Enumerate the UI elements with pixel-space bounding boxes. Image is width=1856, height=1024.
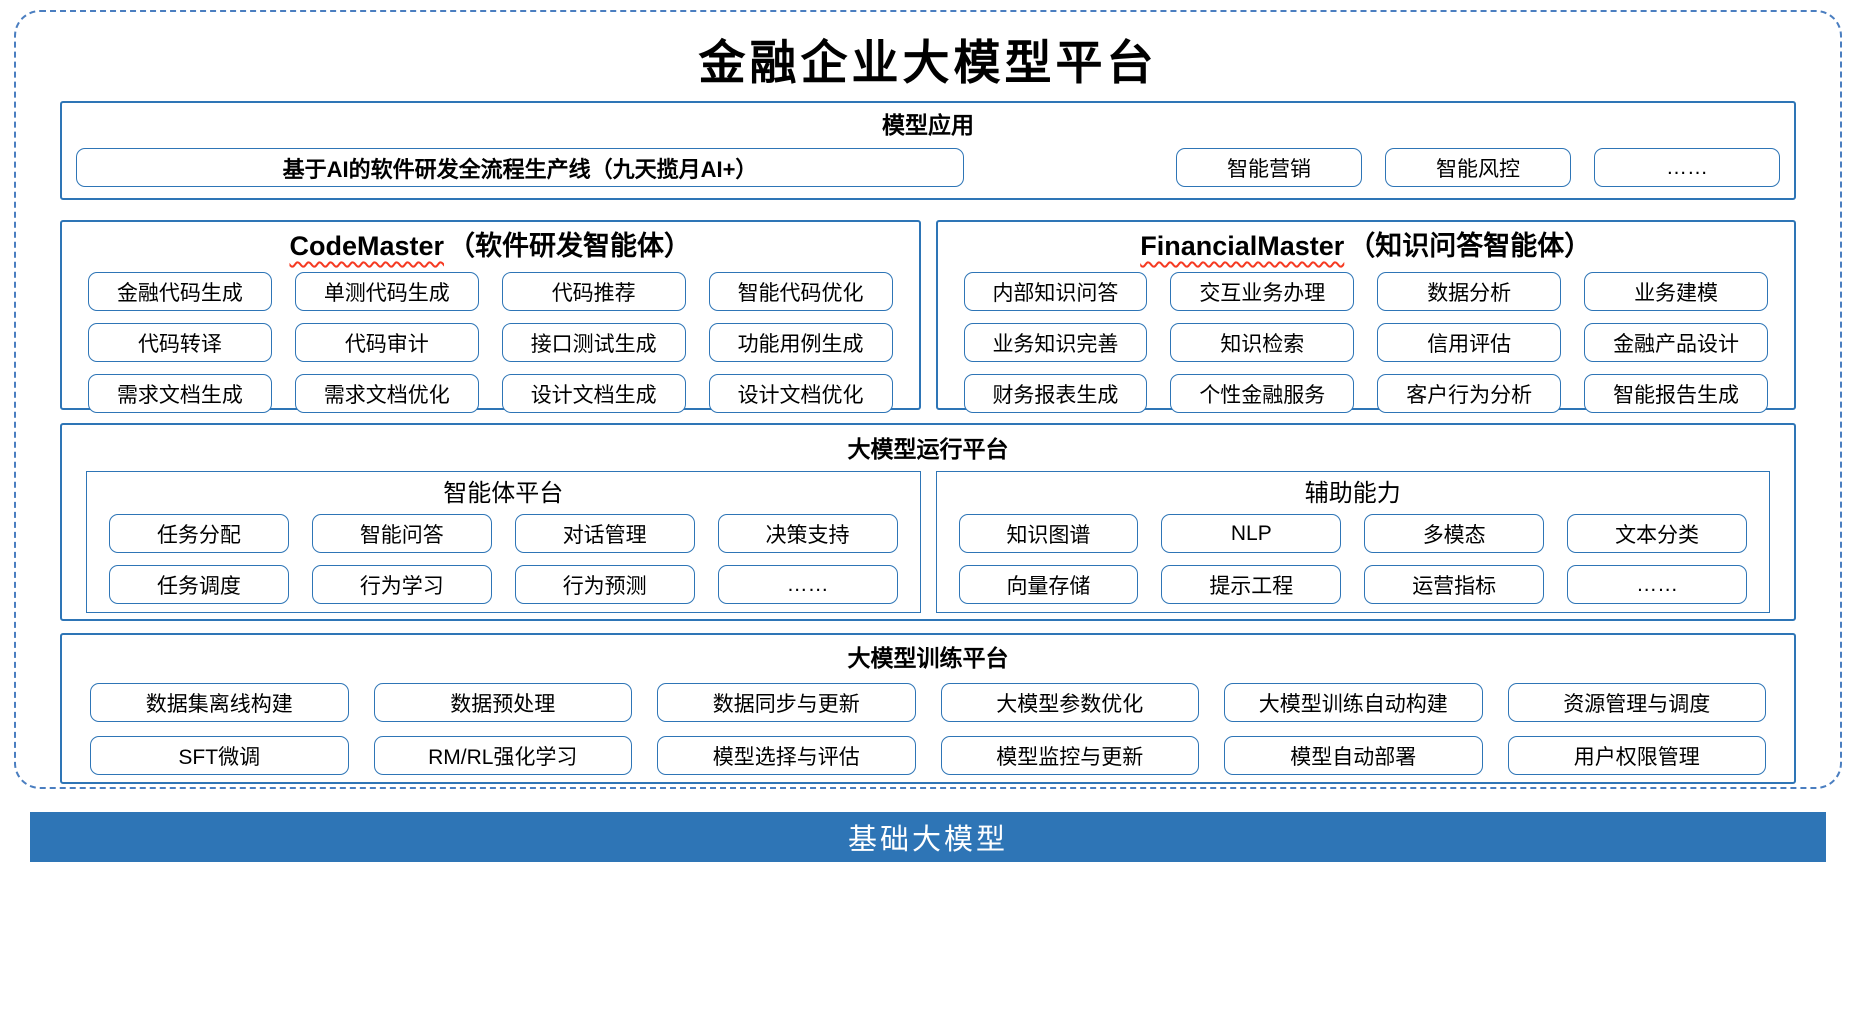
- auxiliary-capability-box: NLP: [1161, 514, 1342, 553]
- agents-row: CodeMaster（软件研发智能体） 金融代码生成 单测代码生成 代码推荐 智…: [60, 220, 1796, 413]
- section-model-application: 模型应用 基于AI的软件研发全流程生产线（九天揽月AI+） 智能营销 智能风控 …: [60, 101, 1796, 200]
- financialmaster-capability-box: 智能报告生成: [1584, 374, 1768, 413]
- training-capability-box: 模型自动部署: [1224, 736, 1483, 775]
- platform-frame: 金融企业大模型平台 模型应用 基于AI的软件研发全流程生产线（九天揽月AI+） …: [14, 10, 1842, 789]
- training-capability-box: RM/RL强化学习: [373, 736, 632, 775]
- auxiliary-capability-box: 提示工程: [1161, 565, 1342, 604]
- codemaster-capability-box: 智能代码优化: [708, 272, 893, 311]
- training-platform-title: 大模型训练平台: [847, 645, 1009, 671]
- training-grid: 数据集离线构建 数据预处理 数据同步与更新 大模型参数优化 大模型训练自动构建 …: [90, 683, 1766, 775]
- agent-platform-capability-box: 智能问答: [311, 514, 492, 553]
- auxiliary-grid: 知识图谱 NLP 多模态 文本分类 向量存储 提示工程 运营指标 ……: [958, 514, 1747, 604]
- financialmaster-capability-box: 金融产品设计: [1584, 323, 1768, 362]
- codemaster-capability-box: 金融代码生成: [88, 272, 272, 311]
- agent-platform-grid: 任务分配 智能问答 对话管理 决策支持 任务调度 行为学习 行为预测 ……: [109, 514, 898, 604]
- app-box-risk-control: 智能风控: [1385, 148, 1571, 187]
- runtime-platform-title: 大模型运行平台: [847, 436, 1009, 462]
- training-capability-box: 模型选择与评估: [657, 736, 916, 775]
- agent-platform-capability-box: 任务分配: [109, 514, 289, 553]
- financialmaster-capability-box: 业务建模: [1584, 272, 1768, 311]
- codemaster-capability-box: 代码转译: [88, 323, 272, 362]
- section-runtime-platform: 大模型运行平台 智能体平台 任务分配 智能问答 对话管理 决策支持 任务调度 行…: [60, 423, 1796, 621]
- training-capability-box: 资源管理与调度: [1507, 683, 1766, 722]
- financialmaster-capability-box: 内部知识问答: [963, 272, 1148, 311]
- codemaster-capability-box: 设计文档优化: [708, 374, 893, 413]
- auxiliary-capability-box: 多模态: [1364, 514, 1545, 553]
- model-application-title: 模型应用: [882, 112, 974, 138]
- financialmaster-title: FinancialMaster（知识问答智能体）: [938, 229, 1795, 263]
- codemaster-title: CodeMaster（软件研发智能体）: [62, 229, 919, 263]
- agent-platform-capability-box: 对话管理: [514, 514, 695, 553]
- financialmaster-name-en: FinancialMaster: [1140, 231, 1345, 261]
- section-financialmaster: FinancialMaster（知识问答智能体） 内部知识问答 交互业务办理 数…: [935, 220, 1796, 413]
- training-capability-box: 数据集离线构建: [90, 683, 349, 722]
- auxiliary-capability-box: 文本分类: [1567, 514, 1747, 553]
- auxiliary-capability-box: 向量存储: [958, 565, 1139, 604]
- codemaster-capability-box: 需求文档生成: [88, 374, 272, 413]
- auxiliary-title: 辅助能力: [1304, 480, 1401, 507]
- codemaster-name-cn: （软件研发智能体）: [448, 231, 692, 261]
- training-capability-box: 用户权限管理: [1507, 736, 1766, 775]
- codemaster-name-en: CodeMaster: [289, 231, 445, 261]
- financialmaster-capability-box: 交互业务办理: [1170, 272, 1355, 311]
- section-training-platform: 大模型训练平台 数据集离线构建 数据预处理 数据同步与更新 大模型参数优化 大模…: [60, 633, 1796, 784]
- page-title: 金融企业大模型平台: [698, 38, 1158, 90]
- financialmaster-capability-box: 财务报表生成: [963, 374, 1148, 413]
- agent-platform-capability-box: 任务调度: [109, 565, 289, 604]
- financialmaster-capability-box: 数据分析: [1377, 272, 1562, 311]
- runtime-subpanels: 智能体平台 任务分配 智能问答 对话管理 决策支持 任务调度 行为学习 行为预测…: [86, 471, 1770, 613]
- subsection-auxiliary-capabilities: 辅助能力 知识图谱 NLP 多模态 文本分类 向量存储 提示工程 运营指标 ……: [935, 471, 1770, 613]
- agent-platform-capability-box: 行为预测: [514, 565, 695, 604]
- auxiliary-capability-box: ……: [1567, 565, 1747, 604]
- training-capability-box: 模型监控与更新: [940, 736, 1199, 775]
- codemaster-grid: 金融代码生成 单测代码生成 代码推荐 智能代码优化 代码转译 代码审计 接口测试…: [88, 272, 893, 413]
- agent-platform-capability-box: 决策支持: [717, 514, 898, 553]
- model-application-row: 基于AI的软件研发全流程生产线（九天揽月AI+） 智能营销 智能风控 ……: [76, 148, 1780, 187]
- training-capability-box: 数据预处理: [373, 683, 632, 722]
- agent-platform-capability-box: ……: [717, 565, 898, 604]
- financialmaster-capability-box: 客户行为分析: [1377, 374, 1562, 413]
- base-model-label: 基础大模型: [847, 824, 1008, 856]
- financialmaster-capability-box: 知识检索: [1170, 323, 1355, 362]
- agent-platform-capability-box: 行为学习: [311, 565, 492, 604]
- financialmaster-grid: 内部知识问答 交互业务办理 数据分析 业务建模 业务知识完善 知识检索 信用评估…: [963, 272, 1768, 413]
- training-capability-box: 大模型参数优化: [940, 683, 1199, 722]
- section-codemaster: CodeMaster（软件研发智能体） 金融代码生成 单测代码生成 代码推荐 智…: [60, 220, 921, 413]
- codemaster-capability-box: 单测代码生成: [294, 272, 479, 311]
- financialmaster-capability-box: 业务知识完善: [963, 323, 1148, 362]
- agent-platform-title: 智能体平台: [443, 480, 564, 507]
- training-capability-box: SFT微调: [90, 736, 349, 775]
- financialmaster-name-cn: （知识问答智能体）: [1348, 231, 1592, 261]
- codemaster-capability-box: 接口测试生成: [501, 323, 686, 362]
- codemaster-capability-box: 功能用例生成: [708, 323, 893, 362]
- training-capability-box: 数据同步与更新: [657, 683, 916, 722]
- auxiliary-capability-box: 知识图谱: [958, 514, 1139, 553]
- auxiliary-capability-box: 运营指标: [1364, 565, 1545, 604]
- codemaster-capability-box: 代码审计: [294, 323, 479, 362]
- codemaster-capability-box: 需求文档优化: [294, 374, 479, 413]
- financialmaster-capability-box: 个性金融服务: [1170, 374, 1355, 413]
- subsection-agent-platform: 智能体平台 任务分配 智能问答 对话管理 决策支持 任务调度 行为学习 行为预测…: [86, 471, 921, 613]
- ai-pipeline-box: 基于AI的软件研发全流程生产线（九天揽月AI+）: [76, 148, 964, 187]
- base-model-bar: 基础大模型: [30, 812, 1826, 862]
- financialmaster-capability-box: 信用评估: [1377, 323, 1562, 362]
- training-capability-box: 大模型训练自动构建: [1224, 683, 1483, 722]
- codemaster-capability-box: 设计文档生成: [501, 374, 686, 413]
- codemaster-capability-box: 代码推荐: [501, 272, 686, 311]
- app-box-more: ……: [1594, 148, 1780, 187]
- app-box-marketing: 智能营销: [1176, 148, 1362, 187]
